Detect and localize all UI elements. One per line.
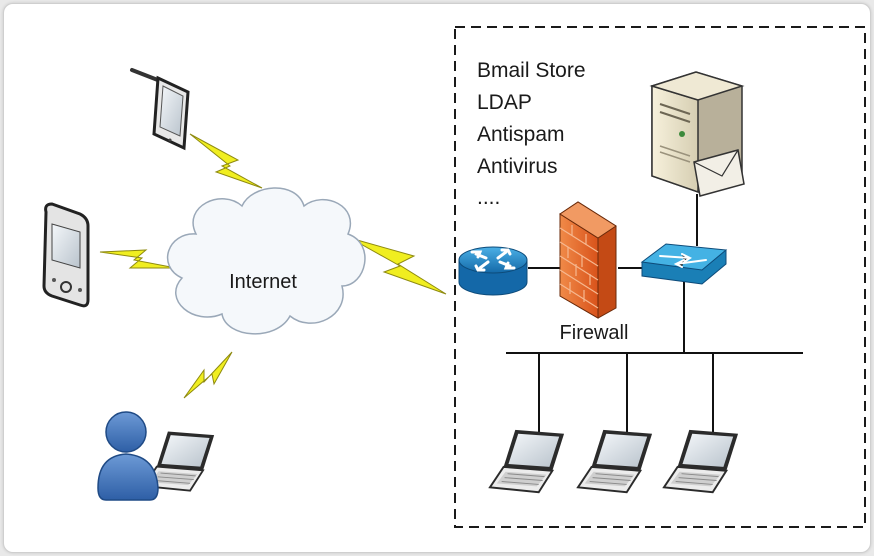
service-item-ldap: LDAP	[477, 91, 532, 114]
service-item-more: ....	[477, 186, 500, 209]
wireless-links	[99, 133, 447, 399]
lightning-phone	[99, 249, 177, 269]
network-links	[506, 194, 803, 434]
laptop-icon	[576, 428, 654, 494]
switch-icon	[640, 243, 728, 285]
mobile-phone-icon	[42, 202, 90, 308]
laptop-icon	[662, 428, 740, 494]
mail-server-icon	[649, 71, 745, 197]
service-item-bmail-store: Bmail Store	[477, 59, 586, 82]
firewall-label: Firewall	[560, 322, 629, 344]
laptop-icon	[488, 428, 566, 494]
service-item-antispam: Antispam	[477, 123, 565, 146]
lightning-router	[349, 237, 447, 295]
firewall-icon	[559, 201, 617, 319]
network-boundary	[454, 26, 866, 528]
user-laptop-icon	[97, 411, 216, 501]
lightning-tablet	[189, 133, 263, 189]
tablet-icon	[130, 68, 190, 151]
cloud-label: Internet	[229, 271, 297, 293]
service-item-antivirus: Antivirus	[477, 155, 558, 178]
user-icon	[97, 411, 159, 501]
lightning-laptop	[183, 351, 233, 399]
service-list: Bmail Store LDAP Antispam Antivirus ....	[477, 59, 586, 209]
cloud-icon: Internet	[166, 187, 366, 335]
router-icon	[458, 246, 528, 296]
mail-envelope-icon	[693, 149, 745, 197]
